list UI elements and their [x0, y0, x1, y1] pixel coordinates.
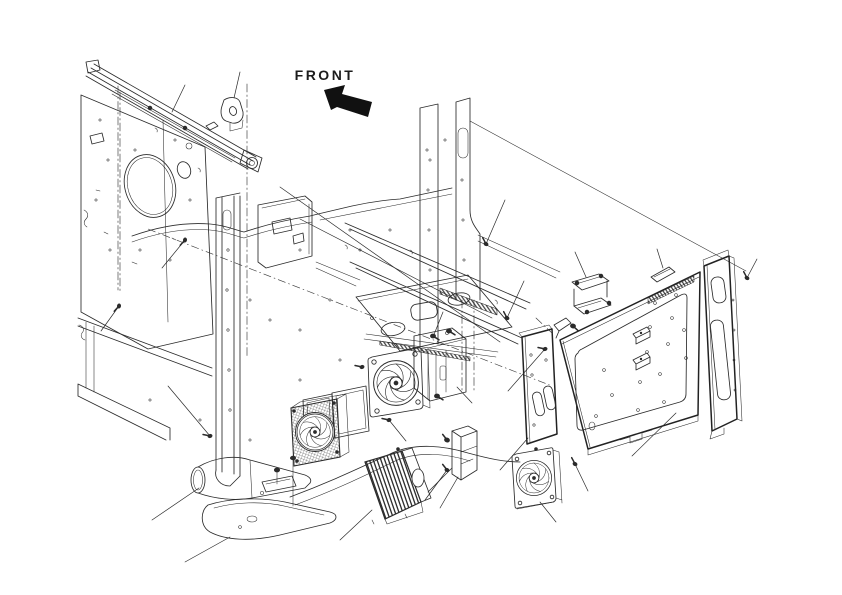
- bottom-fan: [511, 447, 563, 510]
- screws: [113, 236, 752, 474]
- leader-lines: [100, 71, 758, 563]
- alignment-lines: [147, 228, 553, 387]
- long-screw: [290, 455, 296, 507]
- rail-assembly: [85, 59, 263, 359]
- lower-duct-pan: [201, 498, 337, 540]
- louver-cover: [364, 447, 432, 525]
- fan-blades-icon: [515, 459, 553, 497]
- frame-holes: [94, 118, 498, 442]
- left-frame-panel: [78, 91, 214, 350]
- front-label-text: FRONT: [295, 67, 356, 83]
- fan-blades-icon: [373, 360, 419, 406]
- axial-fan: [367, 347, 431, 418]
- base-frame-rails: [77, 317, 521, 506]
- boxed-fan-unit: [290, 393, 350, 467]
- right-column-bracket: [702, 249, 743, 440]
- u-bracket: [571, 273, 612, 315]
- narrow-bracket-panel: [518, 317, 558, 445]
- center-frame: [131, 97, 747, 487]
- l-duct-cover: [439, 425, 478, 481]
- front-direction-label: FRONT: [295, 67, 372, 117]
- elbow-duct: [190, 456, 312, 500]
- small-mount-bracket: [261, 467, 297, 493]
- front-arrow-icon: [324, 85, 372, 117]
- rear-panel: [559, 271, 701, 456]
- clip-part: [553, 317, 581, 339]
- strip-part: [650, 266, 676, 283]
- fan-mount-bracket: [413, 327, 467, 402]
- rail-bracket: [220, 97, 244, 132]
